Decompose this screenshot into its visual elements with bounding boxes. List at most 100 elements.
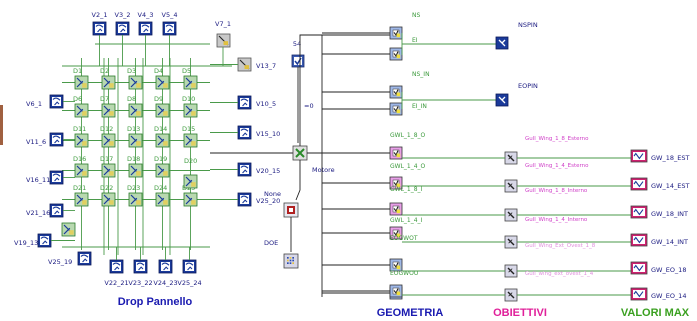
- valori-max-node-2[interactable]: [631, 206, 647, 218]
- left-node-v11-6[interactable]: [50, 133, 63, 146]
- left-node-v19-13[interactable]: [38, 234, 51, 247]
- valori-max-label: GW_EO_18: [651, 266, 686, 274]
- valori-max-label: GW_18_INT: [651, 210, 688, 218]
- d-node-d4[interactable]: [156, 76, 169, 89]
- top-node-label: V5_4: [162, 11, 178, 19]
- obiettivi-node-1[interactable]: [505, 180, 517, 192]
- obiettivi-node-0[interactable]: [505, 152, 517, 164]
- obiettivi-node-4[interactable]: [505, 265, 517, 277]
- valori-max-node-4[interactable]: [631, 262, 647, 274]
- right-node-v25-20[interactable]: [238, 193, 251, 206]
- valori-max-node-5[interactable]: [631, 288, 647, 300]
- left-node-label: V6_1: [26, 100, 42, 108]
- top-node-label: V3_2: [115, 11, 131, 19]
- d-node-d12[interactable]: [102, 134, 115, 147]
- right-node-v13-7[interactable]: [238, 58, 251, 71]
- bottom-node-label: V24_23: [153, 279, 177, 287]
- d-node-d25[interactable]: [184, 193, 197, 206]
- d-node-d6[interactable]: [75, 104, 88, 117]
- valori-max-node-0[interactable]: [631, 150, 647, 162]
- param-54-icon[interactable]: [292, 55, 304, 67]
- d-node-d21[interactable]: [75, 193, 88, 206]
- none-node[interactable]: [284, 203, 298, 217]
- bottom-node-v24-23[interactable]: [159, 260, 172, 273]
- right-node-v20-15[interactable]: [238, 163, 251, 176]
- d-node-d5[interactable]: [184, 76, 197, 89]
- d-node-d22[interactable]: [102, 193, 115, 206]
- obiettivi-label: Gull_Wing_1_8_Interno: [525, 188, 588, 194]
- geometria-block-ei[interactable]: [390, 48, 402, 60]
- d-node-d9[interactable]: [156, 104, 169, 117]
- geometria-label: NS_IN: [412, 71, 430, 78]
- valori-max-label: GW_EO_14: [651, 292, 686, 300]
- d-node-d17[interactable]: [102, 164, 115, 177]
- d-node-d18[interactable]: [129, 164, 142, 177]
- doe-node[interactable]: [284, 254, 298, 268]
- valori-max-node-1[interactable]: [631, 178, 647, 190]
- d-node-label: D10: [182, 95, 195, 103]
- obiettivi-node-2[interactable]: [505, 209, 517, 221]
- geometria-block-ei-in[interactable]: [390, 103, 402, 115]
- geometria-block-ns-in[interactable]: [390, 86, 402, 98]
- bottom-node-label: V22_21: [104, 279, 128, 287]
- d-node-d16[interactable]: [75, 164, 88, 177]
- d-node-d7[interactable]: [102, 104, 115, 117]
- valori-max-node-3[interactable]: [631, 234, 647, 246]
- d-node-label: D9: [154, 95, 163, 103]
- d-node-d20[interactable]: [184, 175, 197, 188]
- d-node-d8[interactable]: [129, 104, 142, 117]
- d-node-d24[interactable]: [156, 193, 169, 206]
- geometria-block-ns[interactable]: [390, 27, 402, 39]
- obiettivi-node-3[interactable]: [505, 236, 517, 248]
- d-node-d3[interactable]: [129, 76, 142, 89]
- d-node-d2[interactable]: [102, 76, 115, 89]
- node-left-bottom[interactable]: [62, 223, 75, 236]
- d-node-d14[interactable]: [156, 134, 169, 147]
- d-node-d10[interactable]: [184, 104, 197, 117]
- geometria-block-last[interactable]: [390, 285, 402, 297]
- d-node-label: D15: [182, 125, 195, 133]
- left-node-v21-16[interactable]: [50, 204, 63, 217]
- left-node-v6-1[interactable]: [50, 95, 63, 108]
- geometria-block-gwl-1-8-o[interactable]: [390, 147, 402, 159]
- right-node-v10-5[interactable]: [238, 96, 251, 109]
- d-node-d15[interactable]: [184, 134, 197, 147]
- right-node-label: V15_10: [256, 130, 280, 138]
- motore-node[interactable]: [293, 146, 307, 160]
- d-node-d1[interactable]: [75, 76, 88, 89]
- d-node-d23[interactable]: [129, 193, 142, 206]
- top-node-v3-2[interactable]: [116, 22, 129, 35]
- geometria-label: NS: [412, 12, 420, 19]
- top-node-v4-3[interactable]: [139, 22, 152, 35]
- d-node-label: D8: [127, 95, 136, 103]
- d-node-label: D12: [100, 125, 113, 133]
- node-v25-19-label: V25_19: [48, 258, 72, 266]
- d-node-d13[interactable]: [129, 134, 142, 147]
- d-node-d11[interactable]: [75, 134, 88, 147]
- left-node-v16-11[interactable]: [50, 171, 63, 184]
- node-v25-19[interactable]: [78, 252, 91, 265]
- bottom-node-label: V25_24: [177, 279, 201, 287]
- pin-label-eopin: EOPIN: [518, 82, 538, 90]
- geometria-label: EOGWOT: [390, 235, 418, 242]
- pin-nspin[interactable]: [496, 37, 508, 49]
- obiettivi-node-5[interactable]: [505, 289, 517, 301]
- pin-eopin[interactable]: [496, 94, 508, 106]
- bottom-node-v22-21[interactable]: [110, 260, 123, 273]
- connector-wire: [300, 35, 390, 146]
- d-node-d19[interactable]: [156, 164, 169, 177]
- top-node-v5-4[interactable]: [163, 22, 176, 35]
- bottom-node-v25-24[interactable]: [183, 260, 196, 273]
- valori-max-label: GW_14_INT: [651, 238, 688, 246]
- bottom-node-v23-22[interactable]: [134, 260, 147, 273]
- geometria-block-gwl-1-8-i[interactable]: [390, 203, 402, 215]
- right-node-v15-10[interactable]: [238, 126, 251, 139]
- d-node-label: D24: [154, 184, 167, 192]
- top-node-v2-1[interactable]: [93, 22, 106, 35]
- node-v7-1[interactable]: [217, 34, 230, 47]
- d-node-label: D17: [100, 155, 113, 163]
- geometria-label: GWL_1_8_I: [390, 186, 423, 193]
- right-node-label: V20_15: [256, 167, 280, 175]
- geometria-label: GWL_1_8_O: [390, 132, 426, 139]
